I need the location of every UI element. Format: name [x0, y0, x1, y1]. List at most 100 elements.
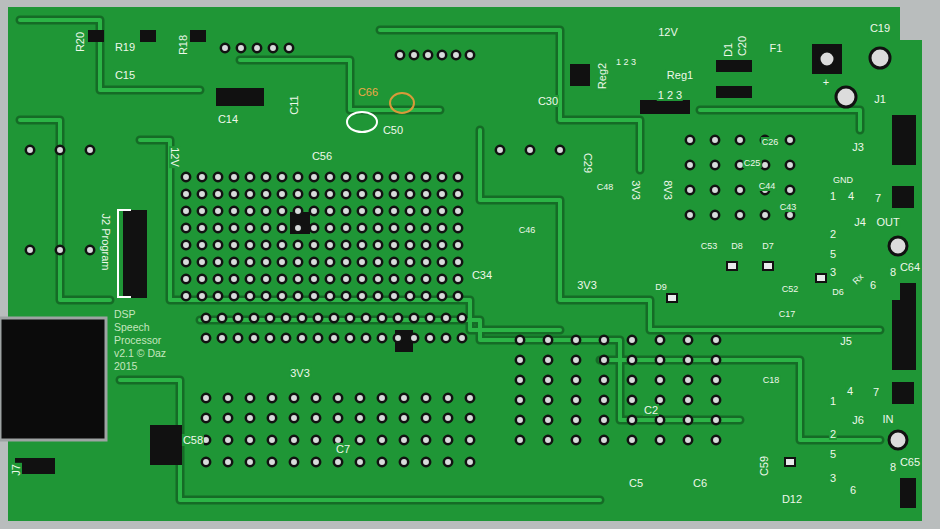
via-hole — [761, 161, 769, 169]
via-hole — [182, 292, 190, 300]
silkscreen-label: 8V3 — [662, 179, 674, 201]
connector-pad — [892, 382, 914, 404]
via-hole — [378, 414, 386, 422]
via-hole — [268, 458, 276, 466]
via-hole — [358, 173, 366, 181]
via-hole — [362, 314, 370, 322]
header-pad — [123, 210, 147, 298]
silkscreen-label: OUT — [875, 216, 900, 228]
via-hole — [516, 396, 524, 404]
via-hole — [422, 207, 430, 215]
via-hole — [342, 258, 350, 266]
via-hole — [444, 414, 452, 422]
via-hole — [312, 394, 320, 402]
via-hole — [182, 190, 190, 198]
via-hole — [600, 396, 608, 404]
via-hole — [278, 207, 286, 215]
via-hole — [294, 173, 302, 181]
via-hole — [374, 258, 382, 266]
via-hole — [262, 292, 270, 300]
via-hole — [182, 241, 190, 249]
via-hole — [544, 396, 552, 404]
via-hole — [310, 241, 318, 249]
silkscreen-label: 3 — [829, 266, 837, 278]
via-hole — [250, 334, 258, 342]
smd-pads — [15, 30, 916, 508]
jack-hole — [870, 48, 890, 68]
via-hole — [526, 146, 534, 154]
via-hole — [290, 414, 298, 422]
silkscreen-label: D6 — [831, 287, 845, 297]
via-hole — [466, 458, 474, 466]
via-hole — [422, 173, 430, 181]
via-hole — [358, 190, 366, 198]
via-hole — [390, 207, 398, 215]
via-hole — [262, 190, 270, 198]
silkscreen-label: 1 — [829, 190, 837, 202]
silkscreen-label: R20 — [74, 31, 86, 53]
via-hole — [458, 334, 466, 342]
silkscreen-label: + — [822, 76, 830, 88]
silkscreen-label: 3V3 — [576, 279, 598, 291]
resistor-pad — [190, 30, 206, 42]
silkscreen-label: 7 — [872, 386, 880, 398]
via-hole — [438, 207, 446, 215]
silkscreen-label: C48 — [596, 182, 615, 192]
via-hole — [454, 190, 462, 198]
silkscreen-label: C5 — [628, 477, 644, 489]
silkscreen-label: F1 — [769, 42, 784, 54]
via-hole — [684, 416, 692, 424]
via-hole — [182, 258, 190, 266]
jack-hole — [889, 431, 907, 449]
via-hole — [426, 314, 434, 322]
via-hole — [544, 336, 552, 344]
connector-pad — [900, 283, 916, 305]
via-hole — [438, 224, 446, 232]
via-hole — [406, 258, 414, 266]
via-hole — [342, 275, 350, 283]
via-hole — [326, 224, 334, 232]
via-hole — [237, 44, 245, 52]
via-hole — [262, 207, 270, 215]
silkscreen-label: C44 — [758, 181, 777, 191]
via-hole — [656, 396, 664, 404]
via-hole — [214, 190, 222, 198]
via-hole — [282, 334, 290, 342]
via-hole — [214, 173, 222, 181]
via-hole — [628, 416, 636, 424]
via-hole — [182, 224, 190, 232]
via-hole — [628, 336, 636, 344]
via-hole — [572, 356, 580, 364]
via-hole — [230, 173, 238, 181]
via-hole — [438, 241, 446, 249]
via-hole — [390, 292, 398, 300]
via-hole — [684, 356, 692, 364]
via-hole — [269, 44, 277, 52]
via-hole — [285, 44, 293, 52]
via-hole — [426, 334, 434, 342]
via-hole — [444, 394, 452, 402]
connector-pad — [900, 478, 916, 508]
via-hole — [736, 136, 744, 144]
highlight-ring — [347, 112, 377, 132]
connector-pad — [892, 186, 914, 208]
via-hole — [378, 334, 386, 342]
via-hole — [686, 186, 694, 194]
trace — [480, 130, 880, 330]
via-hole — [378, 436, 386, 444]
via-hole — [253, 44, 261, 52]
via-hole — [214, 258, 222, 266]
via-hole — [628, 396, 636, 404]
via-hole — [198, 224, 206, 232]
via-hole — [516, 376, 524, 384]
led — [816, 274, 826, 282]
silkscreen-label: C11 — [288, 94, 300, 115]
via-hole — [786, 136, 794, 144]
silkscreen-label: 1 2 3 — [657, 89, 683, 101]
via-hole — [786, 186, 794, 194]
via-hole — [496, 146, 504, 154]
via-hole — [330, 314, 338, 322]
via-hole — [544, 416, 552, 424]
via-hole — [26, 146, 34, 154]
via-hole — [246, 258, 254, 266]
